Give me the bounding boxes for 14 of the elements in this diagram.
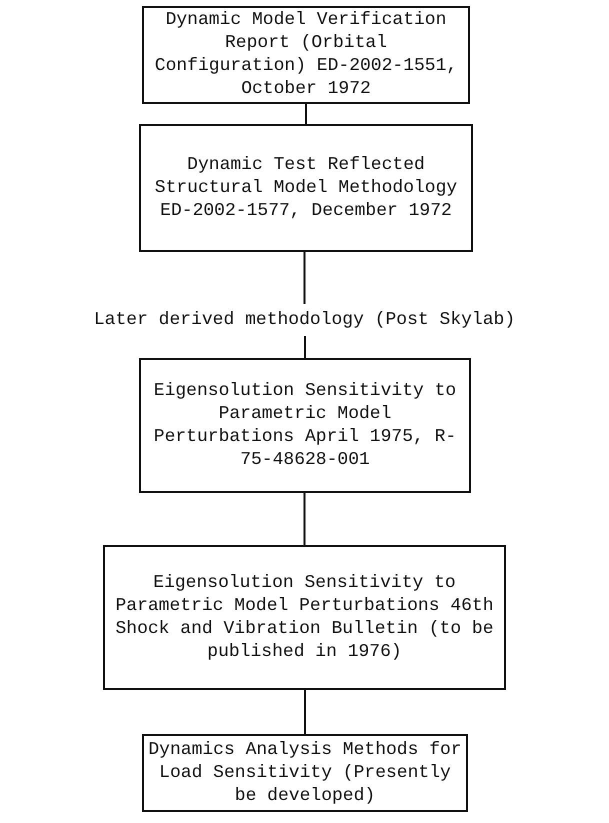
connector-line [304, 252, 306, 304]
report-box [103, 545, 506, 690]
report-title: Eigensolution Sensitivity to Parametric Model Perturbations 46th Shock and Vibration Bulletin (to be published in 1976) [114, 572, 495, 664]
report-title: Dynamics Analysis Methods for Load Sensitivity (Presently be developed) [148, 738, 462, 808]
report-box [139, 124, 473, 252]
connector-line [304, 336, 306, 358]
note-text: Later derived methodology (Post Skylab) [94, 308, 516, 332]
connector-line [304, 690, 306, 734]
report-box [139, 358, 471, 493]
connector-line [305, 104, 307, 124]
connector-line [304, 493, 306, 545]
report-title: Eigensolution Sensitivity to Parametric Model Perturbations April 1975, R-75-48628-001 [152, 380, 458, 472]
report-title: Dynamic Test Reflected Structural Model Methodology ED-2002-1577, December 1972 [154, 154, 458, 222]
report-title: Dynamic Model Verification Report (Orbital Configuration) ED-2002-1551, October 1972 [154, 9, 458, 101]
